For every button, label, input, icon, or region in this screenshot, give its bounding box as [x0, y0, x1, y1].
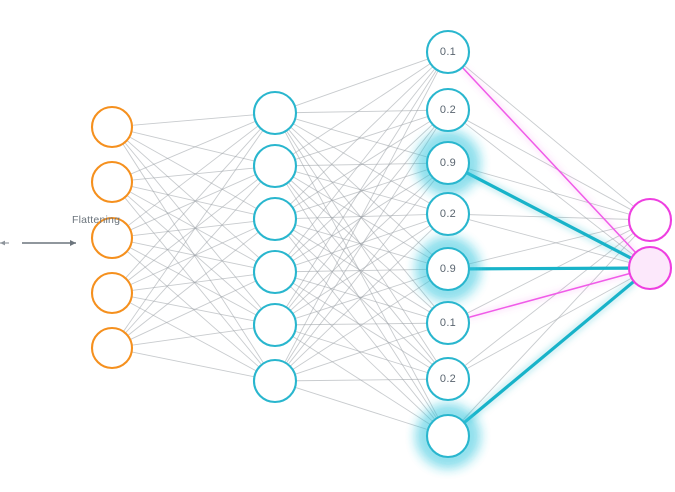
edge	[131, 185, 255, 215]
edge	[468, 224, 630, 265]
node-h1-5[interactable]	[252, 302, 298, 348]
edge	[284, 70, 439, 363]
edge	[131, 296, 255, 322]
edge	[284, 131, 439, 418]
flattening-label: Flattening	[72, 214, 121, 226]
edge-group-default	[122, 58, 636, 431]
edge	[131, 114, 255, 126]
edge	[295, 322, 428, 326]
edge	[292, 224, 431, 315]
node-h1-3[interactable]	[252, 196, 298, 242]
edge-group-highlighted	[461, 66, 637, 426]
edge	[289, 66, 434, 205]
node-h2-1[interactable]	[425, 29, 471, 75]
edge	[125, 181, 262, 334]
edge	[127, 125, 259, 227]
edge	[292, 123, 431, 204]
node-h2-6[interactable]	[425, 300, 471, 346]
edge	[125, 128, 262, 279]
edge	[295, 109, 428, 114]
node-in-2[interactable]	[90, 160, 134, 204]
edge	[285, 127, 438, 364]
edge-highlighted	[465, 171, 633, 260]
edge	[129, 280, 257, 340]
edge-highlighted	[467, 272, 631, 319]
edge	[292, 335, 431, 426]
edge	[290, 232, 433, 366]
edge	[131, 327, 255, 346]
edge	[287, 68, 436, 256]
node-glow	[420, 241, 476, 297]
edge	[289, 286, 434, 422]
edge	[294, 386, 429, 431]
node-h1-4[interactable]	[252, 249, 298, 295]
edge	[292, 229, 431, 313]
node-in-4[interactable]	[90, 271, 134, 315]
edge	[466, 119, 632, 211]
edge	[126, 139, 260, 259]
edge	[124, 142, 263, 310]
edge	[292, 280, 431, 370]
edge-highlighted	[467, 266, 631, 271]
edge	[126, 194, 260, 312]
node-h1-6[interactable]	[252, 358, 298, 404]
node-glow	[420, 408, 476, 464]
edge	[285, 69, 438, 308]
edge	[131, 131, 255, 162]
edge	[131, 220, 255, 237]
edge	[130, 227, 257, 286]
edge	[294, 116, 429, 160]
node-glow	[420, 135, 476, 191]
node-glow-group	[420, 135, 476, 464]
edge	[290, 124, 433, 258]
node-h2-2[interactable]	[425, 87, 471, 133]
node-h2-3[interactable]	[425, 140, 471, 186]
flattening-arrow	[0, 240, 76, 246]
edge	[464, 122, 634, 256]
edge	[468, 168, 630, 215]
edge	[129, 247, 257, 316]
edge	[295, 378, 428, 382]
edge	[130, 174, 256, 231]
edge	[131, 274, 255, 291]
node-in-1[interactable]	[90, 105, 134, 149]
node-in-3[interactable]	[90, 216, 134, 260]
node-out-1[interactable]	[627, 197, 673, 243]
edge	[127, 231, 259, 336]
node-h1-2[interactable]	[252, 143, 298, 189]
edge	[287, 126, 436, 309]
edge	[464, 232, 634, 367]
node-group	[90, 29, 673, 459]
edge	[287, 179, 436, 365]
node-h2-8[interactable]	[425, 413, 471, 459]
edge	[285, 183, 438, 419]
edge	[289, 228, 434, 367]
edge	[292, 120, 431, 209]
node-h2-5[interactable]	[425, 246, 471, 292]
edge	[294, 58, 429, 107]
edge-highlighted	[461, 66, 637, 254]
edge	[463, 65, 635, 207]
edge	[131, 351, 255, 378]
node-out-2[interactable]	[627, 245, 673, 291]
edge	[290, 177, 433, 311]
node-h2-4[interactable]	[425, 191, 471, 237]
edge	[462, 235, 636, 421]
edge	[466, 277, 632, 370]
edge-highlighted	[462, 279, 636, 425]
edge	[294, 329, 429, 375]
node-h2-7[interactable]	[425, 356, 471, 402]
edge	[123, 129, 264, 332]
edge	[468, 218, 630, 264]
edge	[127, 178, 259, 282]
edge	[131, 167, 255, 181]
node-in-5[interactable]	[90, 326, 134, 370]
edge	[292, 63, 431, 155]
node-h1-1[interactable]	[252, 90, 298, 136]
edge	[131, 241, 255, 269]
edge	[130, 120, 256, 175]
